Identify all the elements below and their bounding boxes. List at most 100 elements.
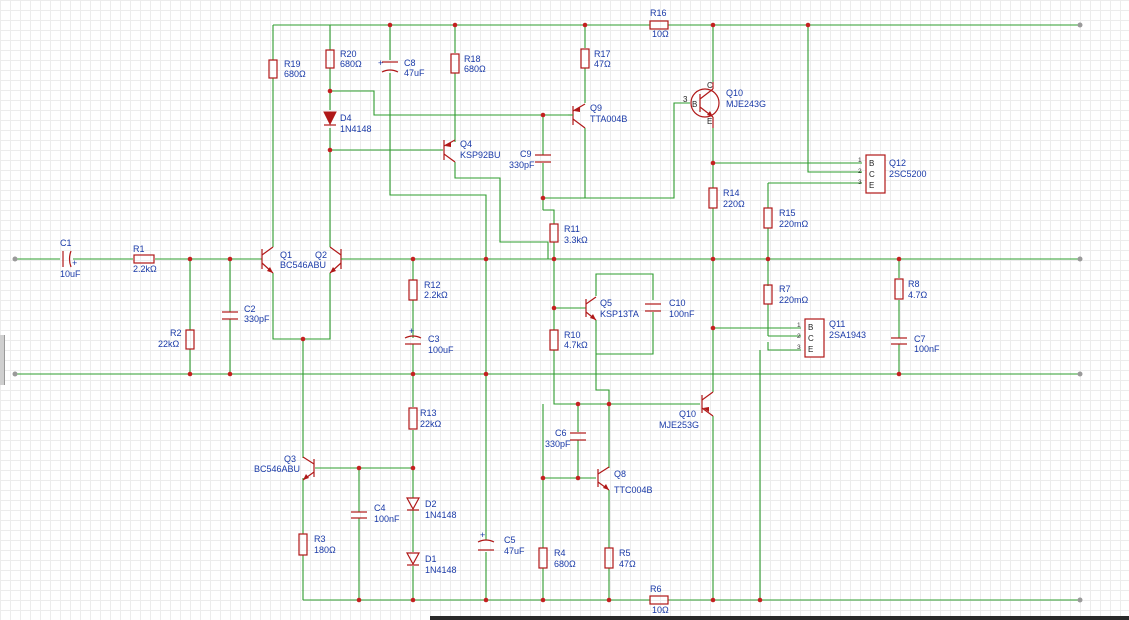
svg-text:D1: D1 — [425, 554, 437, 564]
svg-text:R17: R17 — [594, 49, 611, 59]
svg-text:10Ω: 10Ω — [652, 605, 669, 615]
svg-text:680Ω: 680Ω — [284, 69, 306, 79]
capacitor-c3[interactable]: + C3 100uF — [404, 326, 454, 355]
c1-ref: C1 — [60, 238, 72, 248]
resistor-r14[interactable]: R14 220Ω — [708, 187, 745, 209]
svg-text:Q12: Q12 — [889, 158, 906, 168]
resistor-r15[interactable]: R15 220mΩ — [763, 207, 809, 229]
svg-text:Q5: Q5 — [600, 298, 612, 308]
svg-text:2: 2 — [858, 168, 862, 175]
capacitor-c4[interactable]: C4 100nF — [351, 503, 400, 524]
resistor-r2[interactable]: R2 22kΩ — [158, 328, 195, 350]
svg-text:C7: C7 — [914, 334, 926, 344]
capacitor-c8[interactable]: + C8 47uF — [378, 58, 425, 78]
resistor-r8[interactable]: R8 4.7Ω — [894, 278, 928, 300]
resistor-r13[interactable]: R13 22kΩ — [408, 407, 442, 430]
transistor-q5[interactable]: Q5 KSP13TA — [585, 296, 639, 321]
svg-text:22kΩ: 22kΩ — [158, 339, 180, 349]
capacitor-c7[interactable]: C7 100nF — [891, 334, 940, 354]
net-terminals[interactable] — [12, 22, 1083, 603]
svg-text:680Ω: 680Ω — [464, 64, 486, 74]
svg-text:C6: C6 — [555, 428, 567, 438]
transistor-q10-top[interactable]: 3 B C E Q10 MJE243G — [683, 81, 766, 128]
svg-text:Q1: Q1 — [280, 250, 292, 260]
c1-value: 10uF — [60, 269, 81, 279]
bottom-scrollbar[interactable] — [430, 616, 1129, 620]
svg-text:Q10: Q10 — [679, 409, 696, 419]
svg-text:R16: R16 — [650, 8, 667, 18]
svg-text:KSP92BU: KSP92BU — [460, 150, 501, 160]
resistor-r12[interactable]: R12 2.2kΩ — [408, 279, 448, 301]
svg-text:330pF: 330pF — [244, 314, 270, 324]
svg-text:+: + — [480, 530, 485, 540]
svg-text:+: + — [72, 258, 77, 268]
transistor-q10-bottom[interactable]: Q10 MJE253G — [659, 391, 714, 430]
svg-text:Q11: Q11 — [829, 319, 845, 329]
resistor-r5[interactable]: R5 47Ω — [604, 547, 636, 569]
svg-text:KSP13TA: KSP13TA — [600, 309, 639, 319]
resistor-r11[interactable]: R11 3.3kΩ — [549, 223, 588, 245]
svg-text:R12: R12 — [424, 280, 441, 290]
transistor-q11[interactable]: 1 2 3 B C E Q11 2SA1943 — [797, 318, 866, 358]
svg-text:100uF: 100uF — [428, 345, 454, 355]
svg-text:BC546ABU: BC546ABU — [254, 464, 300, 474]
transistor-q3[interactable]: Q3 BC546ABU — [254, 454, 315, 481]
svg-text:180Ω: 180Ω — [314, 545, 336, 555]
svg-text:2: 2 — [797, 333, 801, 340]
capacitor-c1[interactable]: + C1 10uF — [60, 238, 81, 279]
resistor-r3[interactable]: R3 180Ω — [298, 533, 336, 556]
transistor-q1[interactable]: Q1 BC546ABU — [261, 246, 326, 274]
svg-text:R20: R20 — [340, 49, 357, 59]
svg-text:R7: R7 — [779, 284, 791, 294]
svg-text:R18: R18 — [464, 54, 481, 64]
svg-text:1N4148: 1N4148 — [340, 124, 372, 134]
svg-text:R14: R14 — [723, 188, 740, 198]
transistor-q12[interactable]: 1 2 3 B C E Q12 2SC5200 — [858, 154, 927, 194]
transistor-q2[interactable]: Q2 — [315, 246, 343, 274]
svg-text:220mΩ: 220mΩ — [779, 219, 809, 229]
capacitor-c9[interactable]: C9 330pF — [509, 149, 551, 170]
capacitor-c5[interactable]: + C5 47uF — [477, 530, 525, 556]
resistor-r10[interactable]: R10 4.7kΩ — [549, 329, 588, 351]
svg-text:MJE253G: MJE253G — [659, 420, 699, 430]
left-edge-tab[interactable] — [0, 335, 5, 385]
diode-d1[interactable]: D1 1N4148 — [405, 552, 457, 575]
resistor-r18[interactable]: R18 680Ω — [450, 53, 486, 74]
capacitor-c10[interactable]: C10 100nF — [645, 298, 695, 319]
resistor-r4[interactable]: R4 680Ω — [538, 547, 576, 569]
svg-text:47uF: 47uF — [404, 68, 425, 78]
svg-text:Q10: Q10 — [726, 88, 743, 98]
svg-text:C: C — [869, 170, 875, 179]
transistor-q9[interactable]: Q9 TTA004B — [568, 103, 627, 129]
svg-text:2.2kΩ: 2.2kΩ — [133, 264, 157, 274]
svg-text:C: C — [808, 334, 814, 343]
resistor-r19[interactable]: R19 680Ω — [268, 59, 306, 79]
svg-text:R10: R10 — [564, 330, 581, 340]
svg-text:4.7kΩ: 4.7kΩ — [564, 340, 588, 350]
svg-text:R1: R1 — [133, 244, 145, 254]
resistor-r6[interactable]: R6 10Ω — [649, 584, 669, 615]
svg-text:330pF: 330pF — [509, 160, 535, 170]
resistor-r17[interactable]: R17 47Ω — [580, 48, 611, 69]
resistor-r20[interactable]: R20 680Ω — [325, 49, 362, 69]
transistor-q8[interactable]: Q8 TTC004B — [597, 466, 653, 495]
svg-text:2.2kΩ: 2.2kΩ — [424, 290, 448, 300]
svg-text:47Ω: 47Ω — [619, 559, 636, 569]
transistor-q4[interactable]: Q4 KSP92BU — [443, 139, 501, 163]
capacitor-c2[interactable]: C2 330pF — [222, 304, 270, 324]
svg-text:100nF: 100nF — [914, 344, 940, 354]
svg-text:R5: R5 — [619, 548, 631, 558]
svg-text:B: B — [869, 159, 874, 168]
resistor-r7[interactable]: R7 220mΩ — [763, 284, 809, 305]
diode-d2[interactable]: D2 1N4148 — [405, 497, 457, 520]
svg-text:R11: R11 — [564, 224, 580, 234]
svg-text:R13: R13 — [420, 408, 437, 418]
svg-text:C10: C10 — [669, 298, 686, 308]
resistor-r1[interactable]: R1 2.2kΩ — [133, 244, 157, 274]
svg-text:3: 3 — [858, 179, 862, 186]
diode-d4[interactable]: D4 1N4148 — [323, 111, 372, 134]
capacitor-c6[interactable]: C6 330pF — [545, 428, 586, 449]
resistor-r16[interactable]: R16 10Ω — [649, 8, 669, 39]
svg-text:Q2: Q2 — [315, 250, 327, 260]
